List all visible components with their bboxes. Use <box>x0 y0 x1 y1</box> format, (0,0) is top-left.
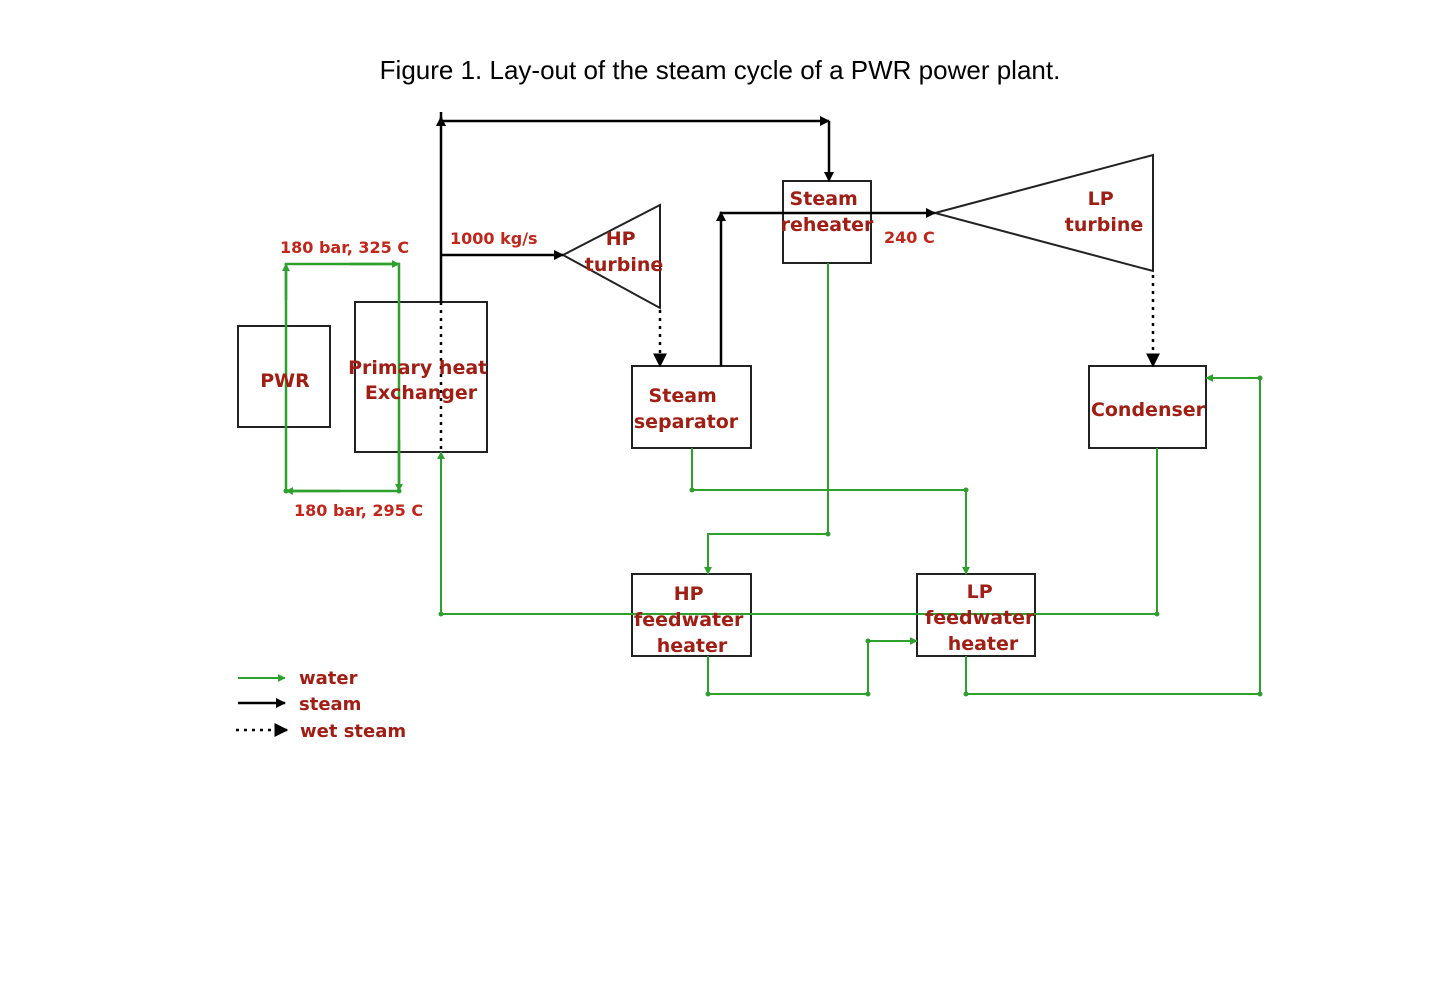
feedwater-main-line <box>440 448 1158 615</box>
legend-steam-label: steam <box>299 694 361 715</box>
steam-flow-label: 1000 kg/s <box>450 229 538 248</box>
primary-heat-exchanger-box <box>354 301 488 453</box>
hp-feedwater-heater-label: HP feedwater heater <box>634 583 750 657</box>
primary-heat-exchanger-label: Primary heat Exchanger <box>348 357 494 404</box>
lp-turbine-label: LP turbine <box>1065 188 1144 236</box>
hp-heater-drain-line <box>707 637 918 695</box>
separator-drain-line <box>691 448 970 575</box>
lp-feedwater-heater-label: LP feedwater heater <box>925 581 1041 655</box>
figure-caption: Figure 1. Lay-out of the steam cycle of … <box>379 55 1061 85</box>
pwr-box <box>237 325 331 428</box>
steam-separator-box <box>631 365 752 449</box>
pwr-label: PWR <box>260 370 310 392</box>
hp-turbine-shape <box>560 203 661 310</box>
lp-turbine-shape <box>931 153 1154 273</box>
steam-separator-label: Steam separator <box>634 385 739 433</box>
primary-hot-label: 180 bar, 325 C <box>280 238 409 257</box>
legend-wet-steam-label: wet steam <box>300 721 406 742</box>
primary-cold-label: 180 bar, 295 C <box>294 501 423 520</box>
steam-reheater-label: Steam reheater <box>781 188 874 236</box>
junction-dots <box>283 375 1263 697</box>
reheater-drain-line <box>704 263 829 575</box>
legend-water-label: water <box>299 668 358 689</box>
hp-turbine-label: HP turbine <box>585 228 664 276</box>
condenser-label: Condenser <box>1091 399 1206 421</box>
reheat-temp-label: 240 C <box>884 228 935 247</box>
legend: water steam wet steam <box>236 668 406 742</box>
